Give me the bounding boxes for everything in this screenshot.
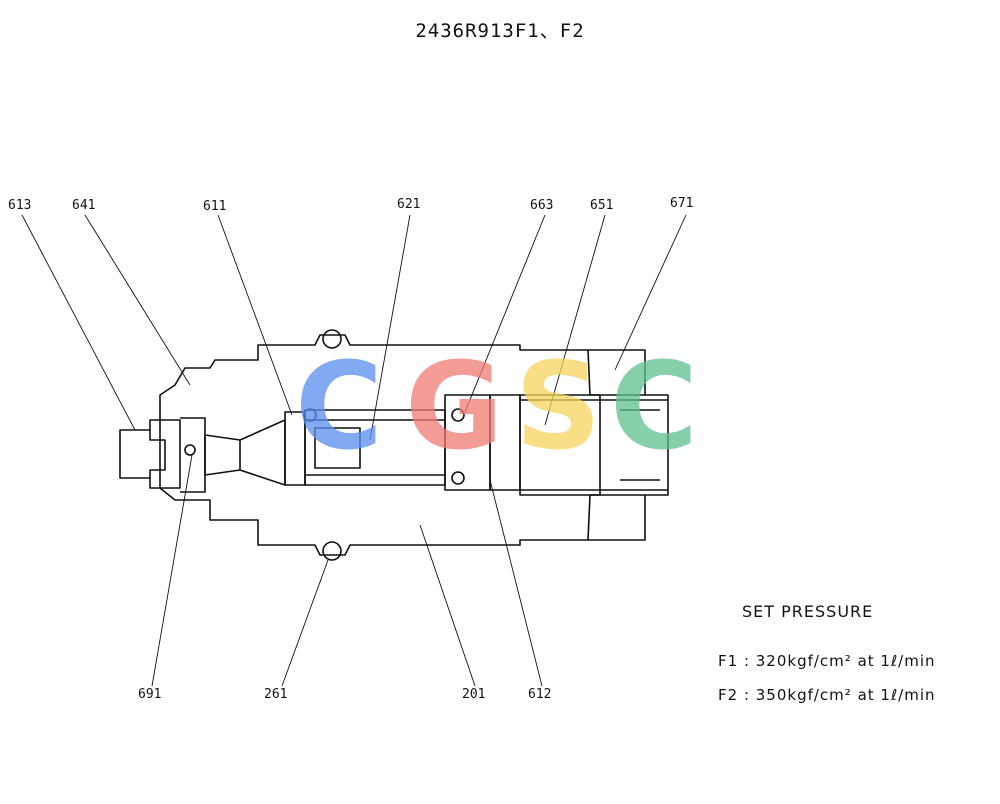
part-label-201: 201 xyxy=(462,687,486,702)
watermark-g: G xyxy=(405,338,504,477)
poppet xyxy=(204,419,286,486)
o-ring-top xyxy=(322,329,342,349)
part-label-613: 613 xyxy=(8,198,32,213)
part-label-611: 611 xyxy=(203,199,227,214)
watermark-c2: C xyxy=(610,338,698,477)
part-label-612: 612 xyxy=(528,687,552,702)
locknut-671 xyxy=(588,349,646,541)
part-label-641: 641 xyxy=(72,198,96,213)
part-label-621: 621 xyxy=(397,197,421,212)
body-201 xyxy=(159,334,669,556)
adjust-stem-613 xyxy=(119,429,166,479)
watermark-c1: C xyxy=(295,338,383,477)
part-label-671: 671 xyxy=(670,196,694,211)
set-pressure-f1: F1 : 320kgf/cm² at 1ℓ/min xyxy=(718,652,936,670)
part-label-691: 691 xyxy=(138,687,162,702)
part-label-651: 651 xyxy=(590,198,614,213)
o-ring-261 xyxy=(322,541,342,561)
drawing-title: 2436R913F1、F2 xyxy=(415,20,585,42)
set-pressure-heading: SET PRESSURE xyxy=(742,602,874,621)
watermark-s: S xyxy=(515,338,601,477)
watermark: C G S C xyxy=(295,338,698,477)
leader-lines xyxy=(21,214,687,687)
part-label-261: 261 xyxy=(264,687,288,702)
adjuster-651 xyxy=(519,394,601,496)
set-pressure-f2: F2 : 350kgf/cm² at 1ℓ/min xyxy=(718,686,936,704)
part-label-663: 663 xyxy=(530,198,554,213)
